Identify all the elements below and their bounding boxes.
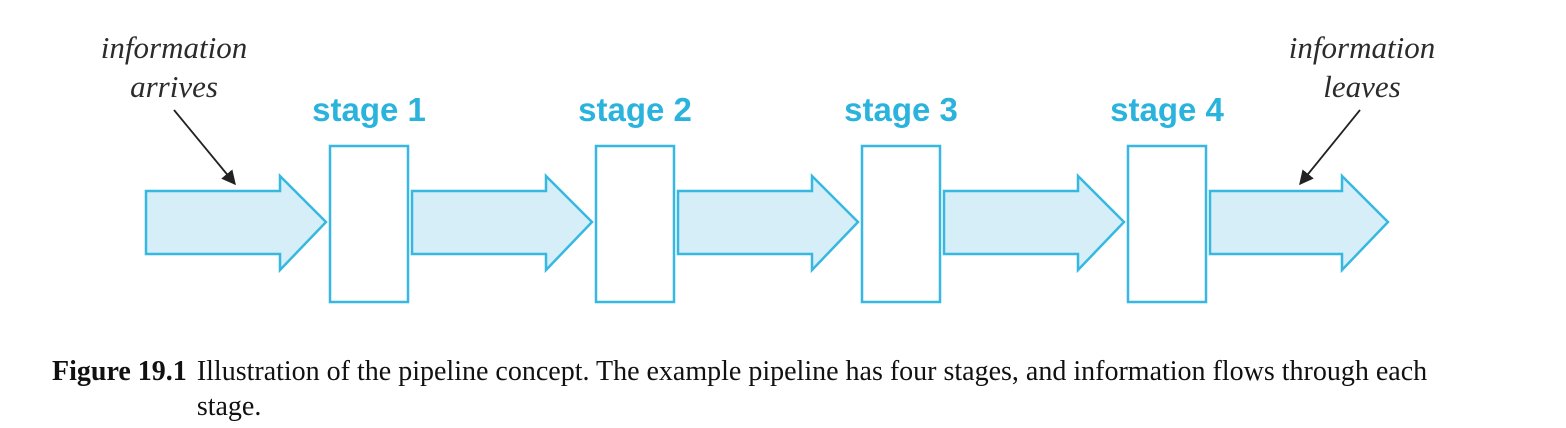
stage-4-label: stage 4 [1110, 91, 1224, 128]
flow-arrow-1-2 [410, 172, 594, 274]
flow-arrow-2-3 [676, 172, 860, 274]
pipeline-diagram: stage 1 stage 2 stage 3 stage 4 informat… [101, 30, 1435, 304]
input-annotation-line-2: arrives [130, 69, 218, 104]
figure-caption: Figure 19.1 Illustration of the pipeline… [52, 354, 1492, 424]
stage-3-label: stage 3 [844, 91, 958, 128]
output-pointer-arrow [1299, 109, 1361, 186]
input-annotation-line-1: information [101, 30, 247, 65]
input-annotation: information arrives [101, 30, 247, 186]
flow-arrows [144, 172, 1390, 274]
output-annotation-line-1: information [1289, 30, 1435, 65]
stage-4-box [1126, 144, 1208, 304]
flow-arrow-3-4 [942, 172, 1126, 274]
stage-2-box [594, 144, 676, 304]
caption-label: Figure 19.1 [52, 356, 187, 387]
caption-text: Illustration of the pipeline concept. Th… [196, 356, 1428, 422]
stage-labels: stage 1 stage 2 stage 3 stage 4 [312, 91, 1224, 128]
stage-3-box [860, 144, 942, 304]
output-annotation-line-2: leaves [1323, 69, 1400, 104]
stage-1-label: stage 1 [312, 91, 426, 128]
output-annotation: information leaves [1289, 30, 1435, 186]
stage-2-label: stage 2 [578, 91, 692, 128]
stage-1-box [328, 144, 410, 304]
flow-arrow-input [144, 172, 328, 274]
flow-arrow-output [1208, 172, 1390, 274]
input-pointer-arrow [173, 109, 236, 186]
stage-boxes [328, 144, 1208, 304]
